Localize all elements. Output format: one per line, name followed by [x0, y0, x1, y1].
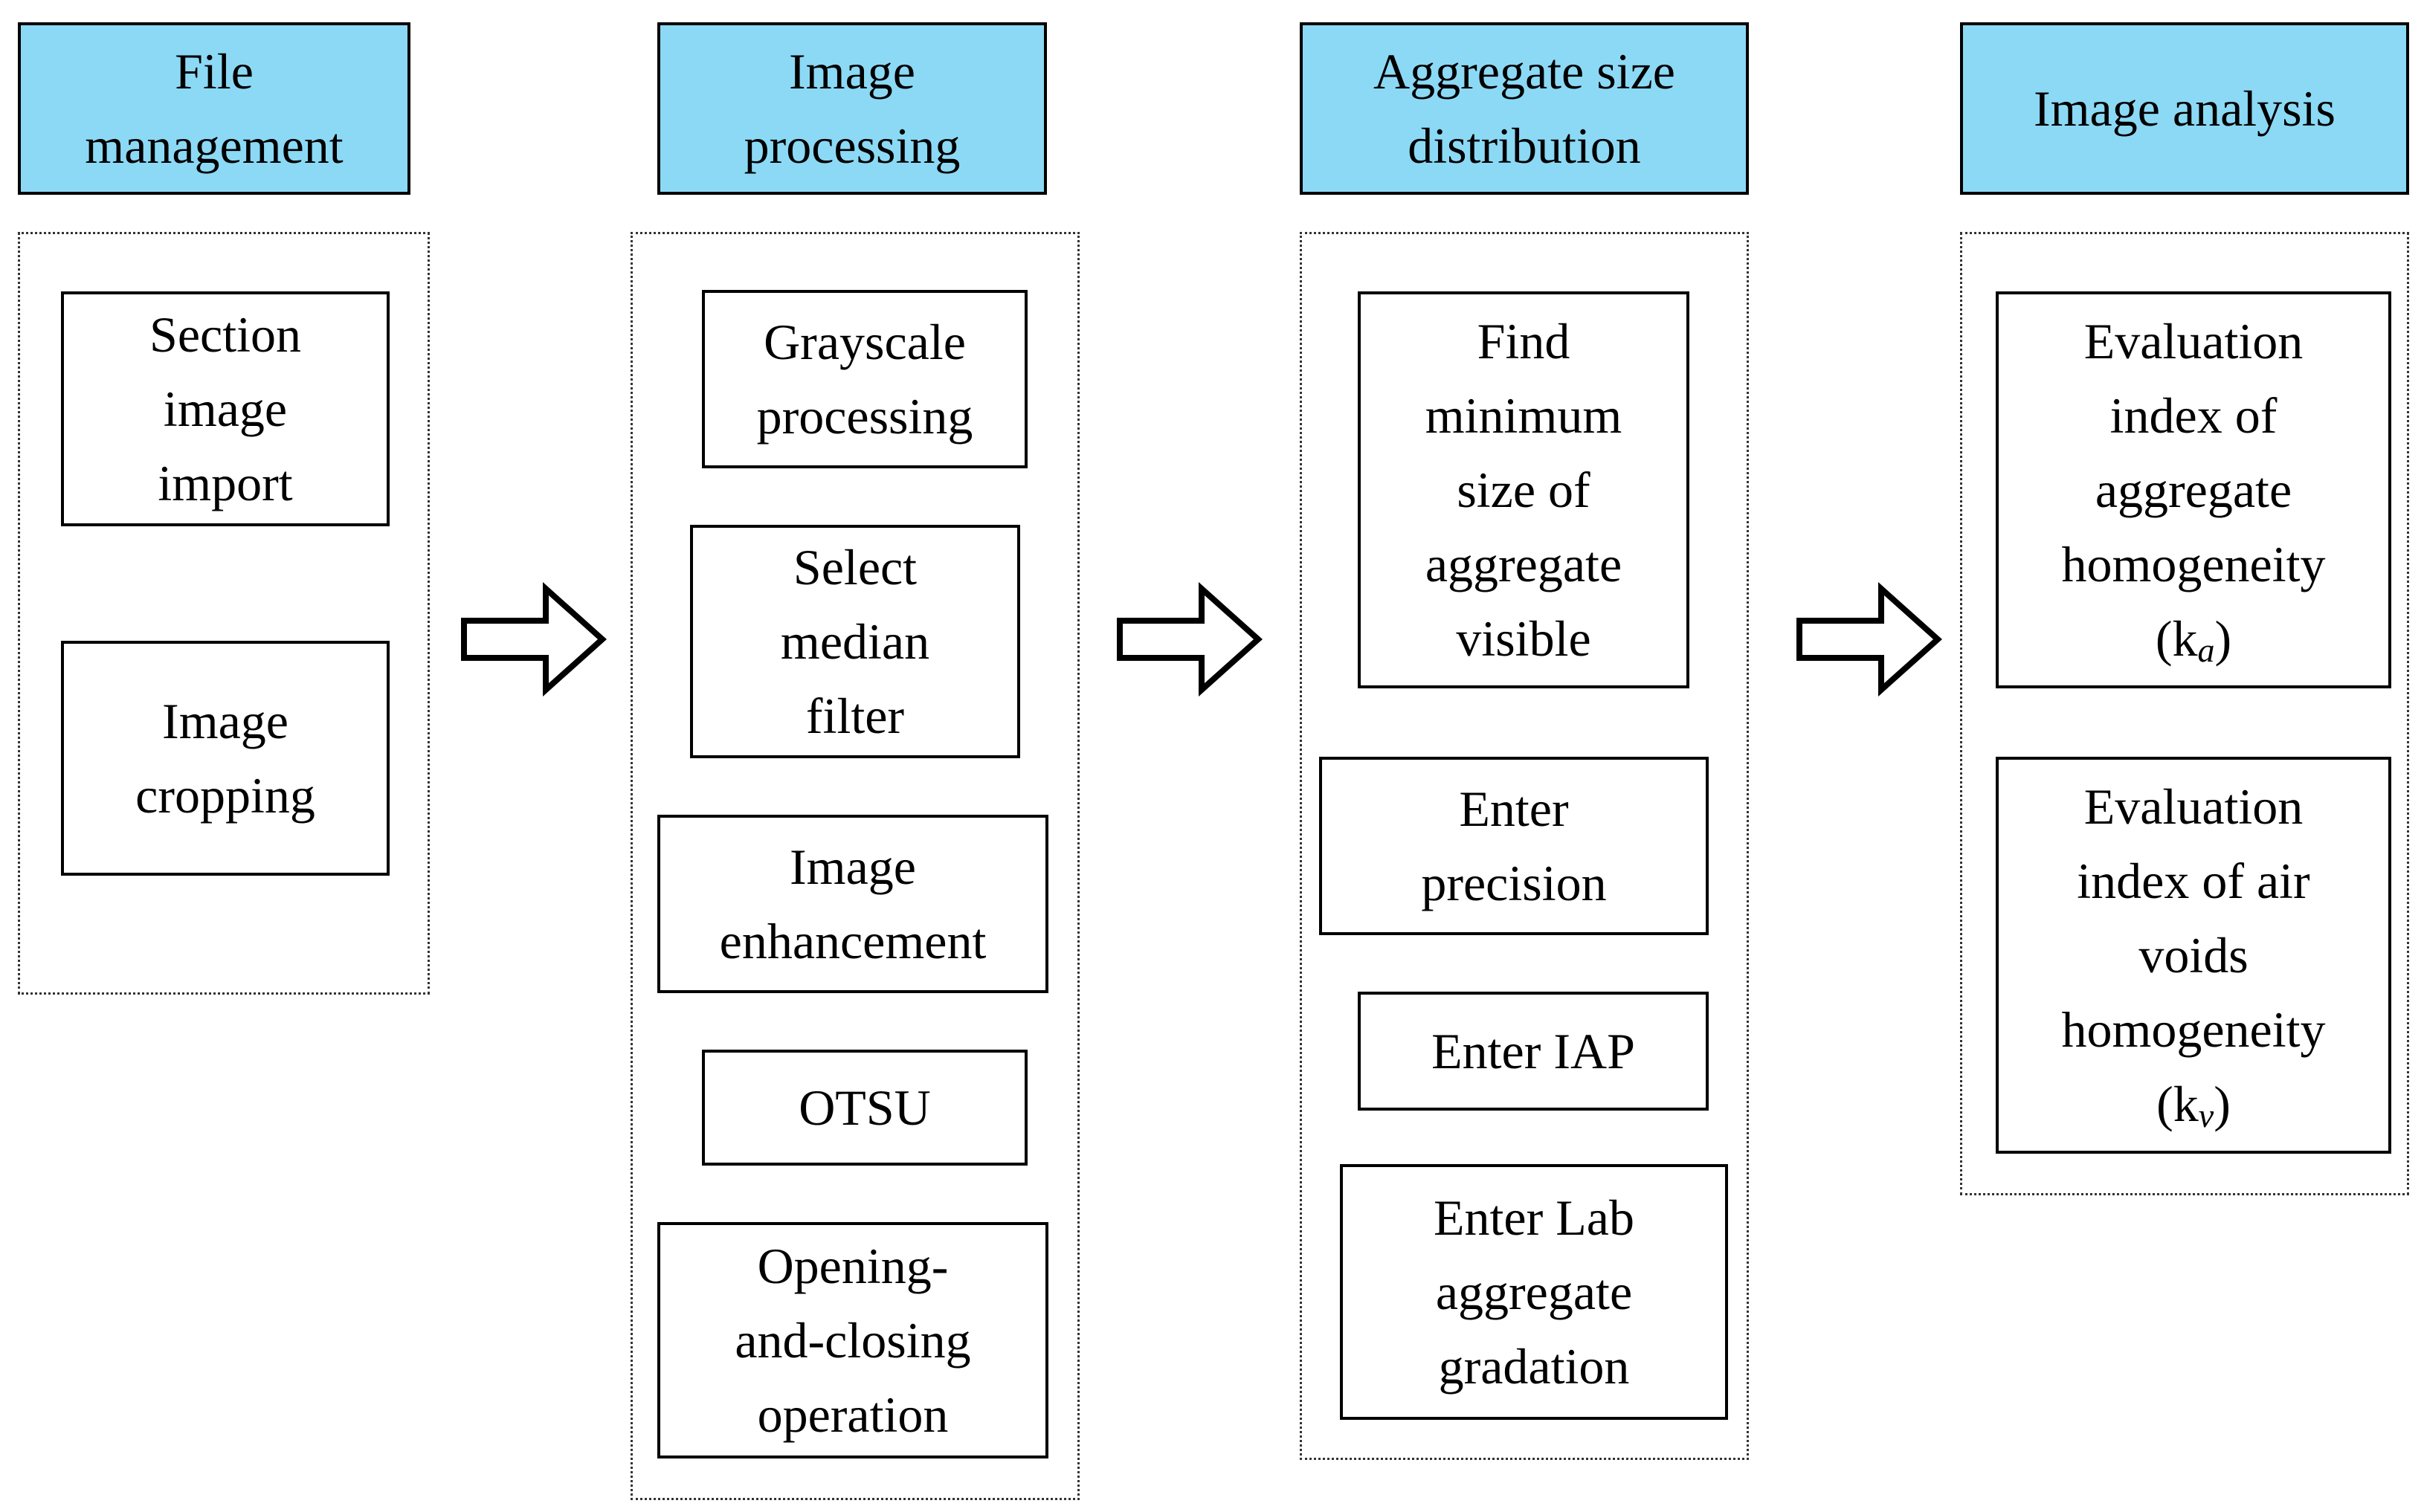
step-evaluation-aggregate-label: Evaluation index of aggregate homogeneit…	[2061, 313, 2326, 592]
step-find-minimum-size-label: Find minimum size of aggregate visible	[1425, 313, 1622, 667]
step-enter-lab-aggregate-gradation-label: Enter Lab aggregate gradation	[1434, 1189, 1634, 1395]
step-evaluation-air-voids-text: Evaluation index of air voids homogeneit…	[2061, 769, 2325, 1141]
step-image-enhancement-label: Image enhancement	[719, 839, 987, 969]
step-enter-iap: Enter IAP	[1358, 992, 1709, 1111]
step-image-cropping: Image cropping	[61, 641, 390, 876]
block-arrow-processing-to-distribution	[1117, 582, 1263, 697]
header-image-analysis: Image analysis	[1960, 22, 2409, 195]
kv-subscript: v	[2198, 1096, 2214, 1134]
step-otsu-label: OTSU	[799, 1079, 931, 1136]
step-section-image-import: Section image import	[61, 291, 390, 526]
header-file-management-label: File management	[85, 43, 344, 174]
ka-prefix: (k	[2155, 610, 2198, 667]
step-grayscale-processing: Grayscale processing	[702, 290, 1028, 468]
kv-suffix: )	[2214, 1076, 2231, 1132]
step-select-median-filter: Select median filter	[690, 525, 1020, 758]
step-image-cropping-label: Image cropping	[135, 693, 315, 824]
block-arrow-file-to-processing	[461, 582, 607, 697]
step-enter-iap-label: Enter IAP	[1431, 1023, 1635, 1079]
header-image-processing-label: Image processing	[744, 43, 961, 174]
step-section-image-import-label: Section image import	[149, 306, 301, 511]
header-aggregate-size-distribution-label: Aggregate size distribution	[1373, 43, 1675, 174]
header-file-management: File management	[18, 22, 410, 195]
ka-symbol: (ka)	[2155, 610, 2232, 669]
header-image-analysis-label: Image analysis	[2034, 80, 2336, 137]
step-enter-precision-label: Enter precision	[1421, 781, 1607, 911]
step-evaluation-air-voids-label: Evaluation index of air voids homogeneit…	[2061, 778, 2326, 1058]
block-arrow-distribution-to-analysis	[1796, 582, 1942, 697]
step-opening-and-closing-operation-label: Opening- and-closing operation	[735, 1238, 971, 1443]
step-image-enhancement: Image enhancement	[657, 815, 1048, 993]
header-aggregate-size-distribution: Aggregate size distribution	[1300, 22, 1749, 195]
step-otsu: OTSU	[702, 1050, 1028, 1166]
step-grayscale-processing-label: Grayscale processing	[756, 314, 973, 445]
step-enter-lab-aggregate-gradation: Enter Lab aggregate gradation	[1340, 1164, 1728, 1420]
step-select-median-filter-label: Select median filter	[780, 539, 930, 744]
kv-prefix: (k	[2156, 1076, 2199, 1132]
ka-suffix: )	[2214, 610, 2232, 667]
kv-symbol: (kv)	[2156, 1076, 2231, 1134]
header-image-processing: Image processing	[657, 22, 1047, 195]
step-evaluation-aggregate-text: Evaluation index of aggregate homogeneit…	[2061, 304, 2325, 676]
step-evaluation-index-air-voids-homogeneity: Evaluation index of air voids homogeneit…	[1996, 757, 2391, 1154]
step-opening-and-closing-operation: Opening- and-closing operation	[657, 1222, 1048, 1458]
step-evaluation-index-aggregate-homogeneity: Evaluation index of aggregate homogeneit…	[1996, 291, 2391, 688]
step-enter-precision: Enter precision	[1319, 757, 1709, 935]
step-find-minimum-size-of-aggregate-visible: Find minimum size of aggregate visible	[1358, 291, 1689, 688]
ka-subscript: a	[2197, 631, 2215, 669]
